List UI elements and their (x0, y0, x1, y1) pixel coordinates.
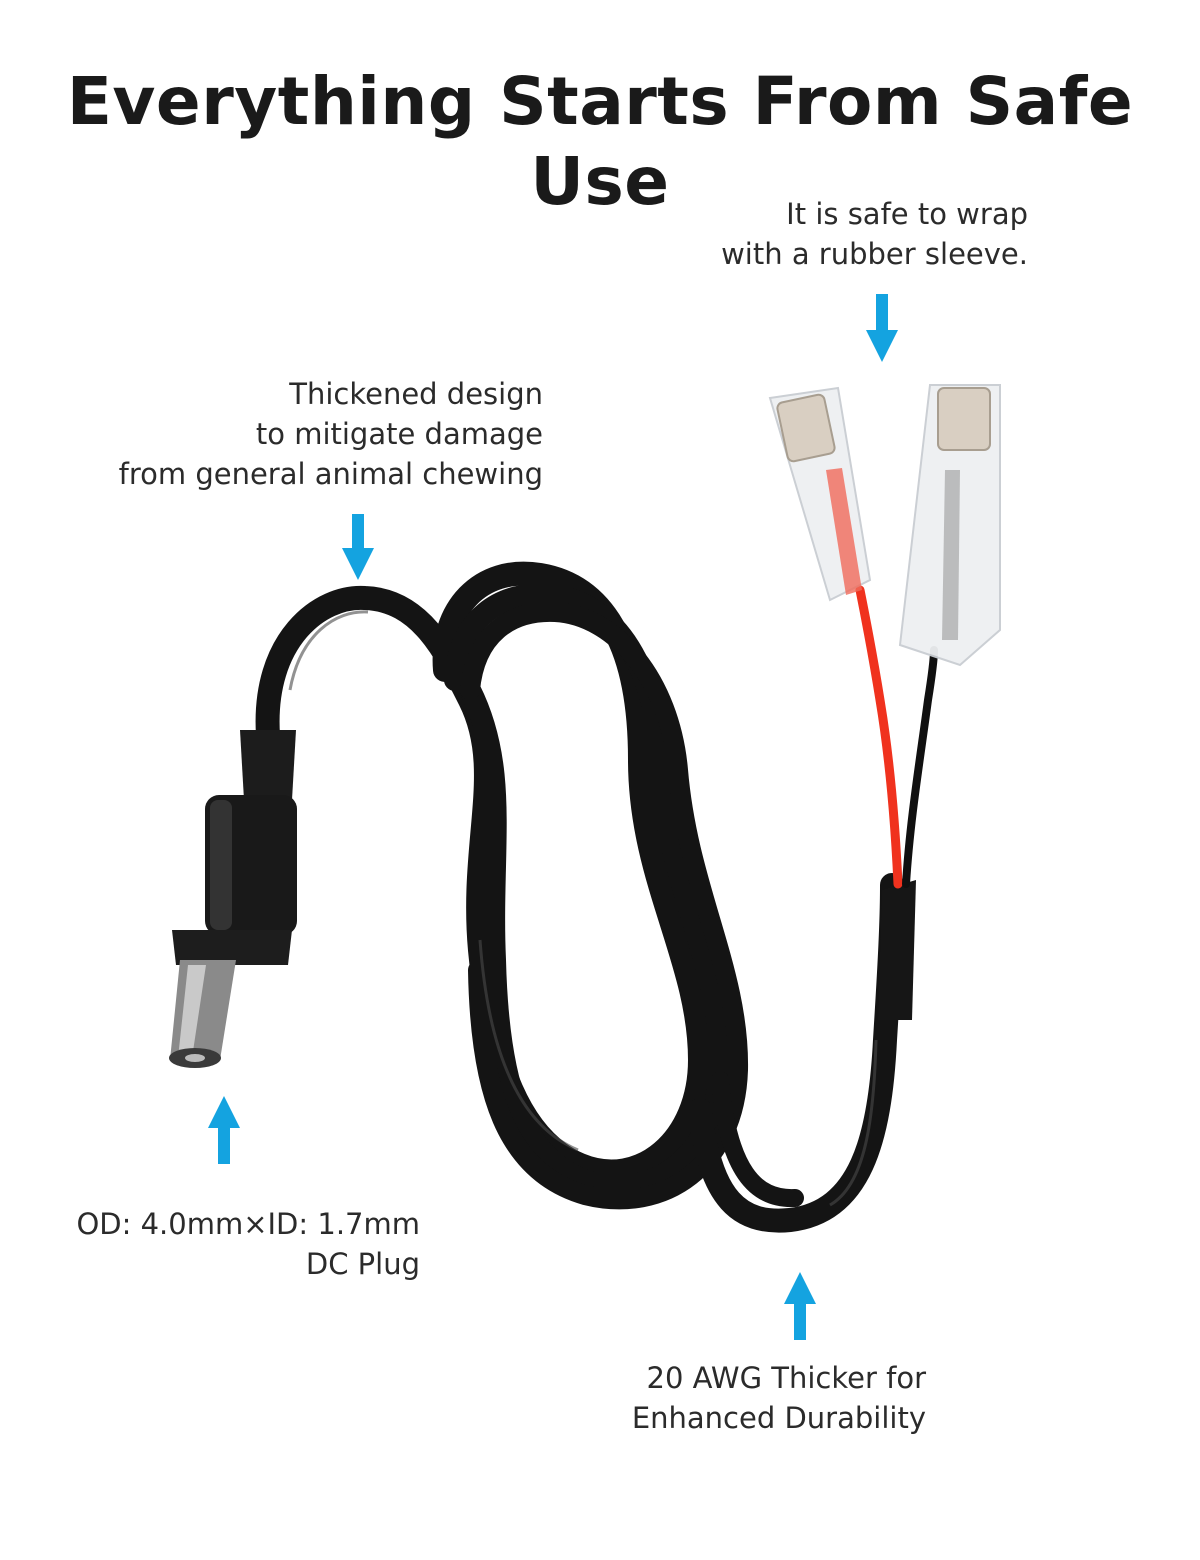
red-wire (855, 585, 903, 889)
cable-loop-2 (444, 583, 731, 1197)
cable-tail (711, 1071, 804, 1208)
callout-line: Enhanced Durability (631, 1401, 926, 1435)
callout-line: with a rubber sleeve. (721, 237, 1028, 271)
callout-line: from general animal chewing (118, 457, 543, 491)
arrow-awg (784, 1272, 816, 1340)
arrow-sleeve (866, 294, 898, 362)
cable-highlights (288, 610, 878, 1207)
terminal-black (898, 384, 1001, 667)
plug-barrel-shine (178, 965, 206, 1058)
terminal-black-connector (937, 387, 991, 451)
arrow-up-icon (784, 1272, 816, 1340)
arrow-down-icon (342, 514, 374, 580)
terminal-red (768, 386, 872, 602)
arrow-up-icon (208, 1096, 240, 1164)
callout-line: to mitigate damage (255, 417, 543, 451)
callout-20-awg: 20 AWG Thicker for Enhanced Durability (632, 1358, 926, 1438)
callout-thickened-design: Thickened design to mitigate damage from… (119, 374, 543, 494)
cable-loop-3 (460, 601, 749, 1210)
callout-line: It is safe to wrap (786, 197, 1028, 231)
terminal-red-connector (776, 393, 836, 463)
dc-plug (169, 730, 297, 1068)
plug-strain-relief (240, 730, 296, 800)
cable-coil (255, 561, 904, 1233)
callout-dc-plug: OD: 4.0mm×ID: 1.7mm DC Plug (76, 1204, 420, 1284)
callout-line: Thickened design (289, 377, 543, 411)
page-title: Everything Starts From Safe Use (66, 63, 1134, 220)
plug-collar (172, 930, 292, 965)
black-wire (902, 646, 938, 888)
callout-line: 20 AWG Thicker for (646, 1361, 926, 1395)
arrow-thickened (342, 514, 374, 580)
callout-rubber-sleeve: It is safe to wrap with a rubber sleeve. (721, 194, 1028, 274)
arrow-plug (208, 1096, 240, 1164)
plug-body-shade (210, 800, 232, 930)
cable-sheath-end (878, 880, 916, 1020)
arrow-down-icon (866, 294, 898, 362)
callout-line: OD: 4.0mm×ID: 1.7mm (76, 1207, 420, 1241)
callout-line: DC Plug (305, 1247, 420, 1281)
